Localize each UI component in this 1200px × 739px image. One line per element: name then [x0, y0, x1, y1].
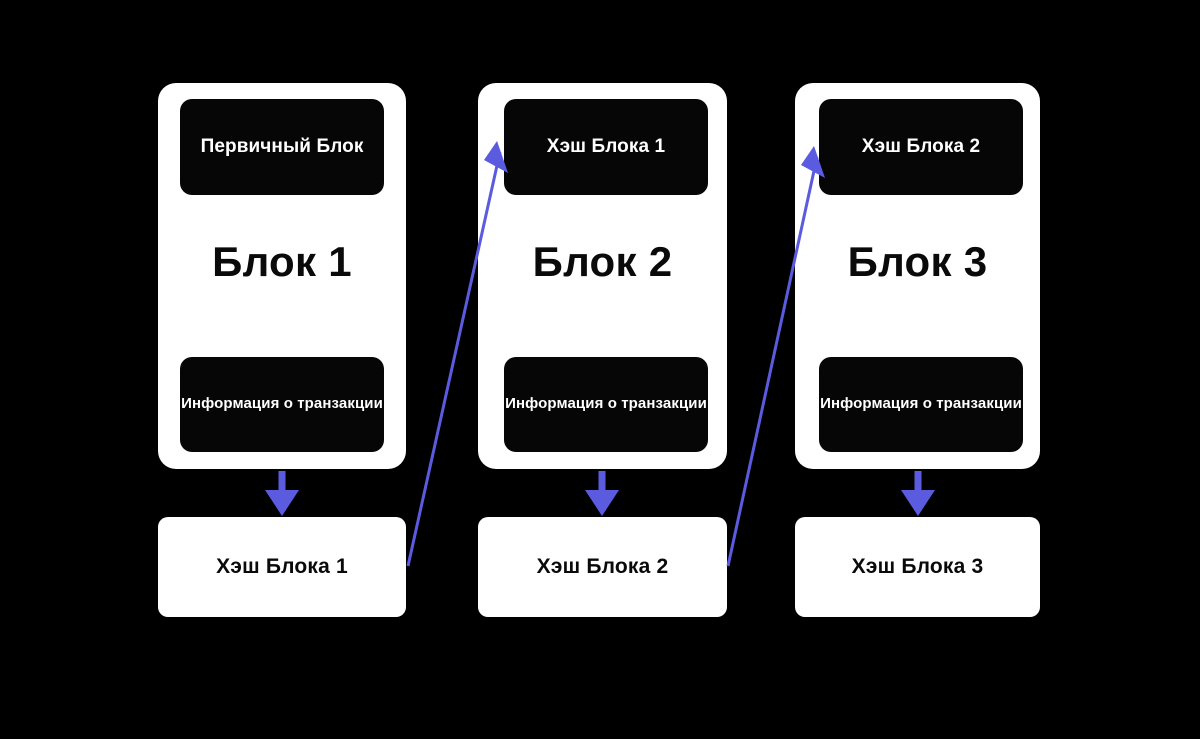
block-card-3[interactable]: Хэш Блока 2 Блок 3 Информация о транзакц… — [795, 83, 1040, 469]
block-3-title: Блок 3 — [847, 238, 988, 285]
block-2-transaction-box: Информация о транзакции — [504, 357, 708, 452]
block-3-header-label: Хэш Блока 2 — [861, 135, 981, 157]
block-1-transaction-box: Информация о транзакции — [180, 357, 384, 452]
hash-card-1-label: Хэш Блока 1 — [216, 555, 348, 578]
down-arrow-block-3 — [901, 471, 935, 516]
block-3-transaction-box: Информация о транзакции — [819, 357, 1023, 452]
block-card-2[interactable]: Хэш Блока 1 Блок 2 Информация о транзакц… — [478, 83, 727, 469]
block-2-header-box: Хэш Блока 1 — [504, 99, 708, 195]
down-arrow-block-2 — [585, 471, 619, 516]
hash-card-2-label: Хэш Блока 2 — [536, 555, 669, 578]
hash-card-3-label: Хэш Блока 3 — [851, 555, 984, 578]
hash-card-1[interactable]: Хэш Блока 1 — [158, 517, 406, 617]
block-2-title: Блок 2 — [532, 238, 673, 285]
block-2-header-label: Хэш Блока 1 — [546, 135, 666, 157]
block-card-1[interactable]: Первичный Блок Блок 1 Информация о транз… — [158, 83, 406, 469]
block-1-transaction-label: Информация о транзакции — [181, 395, 383, 413]
hash-card-3[interactable]: Хэш Блока 3 — [795, 517, 1040, 617]
block-3-header-box: Хэш Блока 2 — [819, 99, 1023, 195]
hash-card-2[interactable]: Хэш Блока 2 — [478, 517, 727, 617]
down-arrow-block-1 — [265, 471, 299, 516]
block-1-header-label: Первичный Блок — [200, 135, 364, 157]
block-1-header-box: Первичный Блок — [180, 99, 384, 195]
block-3-transaction-label: Информация о транзакции — [820, 395, 1022, 413]
block-1-title: Блок 1 — [212, 238, 352, 285]
block-2-transaction-label: Информация о транзакции — [505, 395, 707, 413]
